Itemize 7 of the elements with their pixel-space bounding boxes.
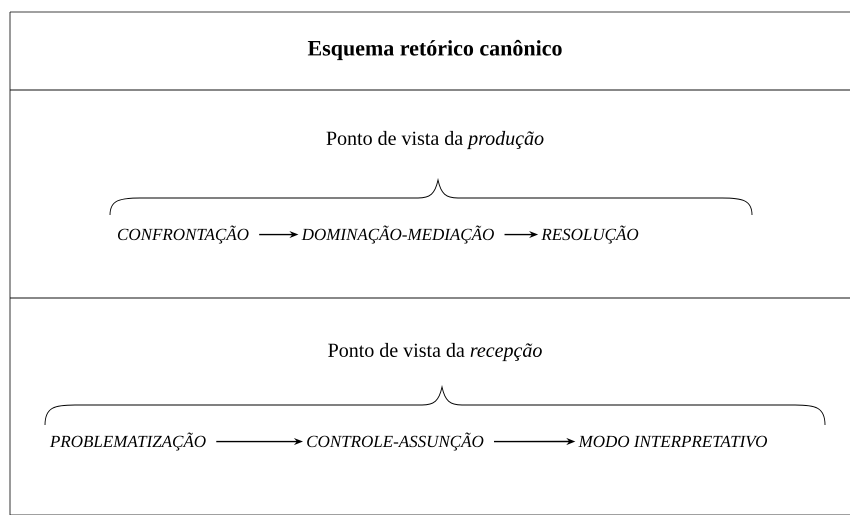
stage-label: PROBLEMATIZAÇÃO <box>50 432 206 451</box>
title-cell: Esquema retórico canônico <box>10 12 850 90</box>
stage-label: RESOLUÇÃO <box>541 226 638 244</box>
stage-label: CONTROLE-ASSUNÇÃO <box>307 432 484 451</box>
stage-label: CONFRONTAÇÃO <box>118 226 249 244</box>
stage-label: DOMINAÇÃO-MEDIAÇÃO <box>302 226 494 244</box>
stage-label: MODO INTERPRETATIVO <box>578 436 768 448</box>
